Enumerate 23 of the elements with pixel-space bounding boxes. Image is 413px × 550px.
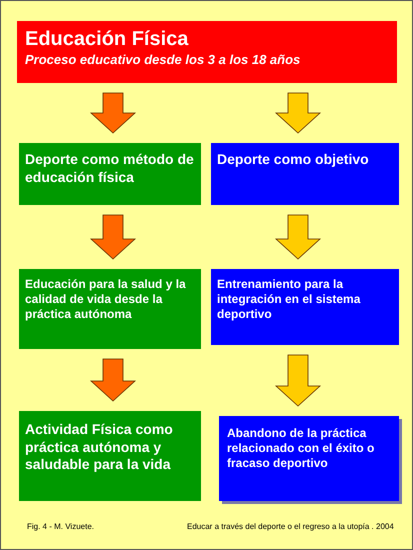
process-box [19,143,201,205]
process-box [211,269,399,345]
footnote-text: Fig. 4 - M. Vizuete. [27,522,94,531]
box-text: Entrenamiento para la integración en el sistema deportivo [217,277,362,322]
footnote-text: Educar a través del deporte o el regreso a la utopía . 2004 [187,522,394,531]
box-text: Deporte como método de educación física [25,151,195,186]
process-box [219,416,399,501]
block-arrow [274,214,322,260]
process-box [19,269,201,349]
box-subtitle: Proceso educativo desde los 3 a los 18 años [25,52,302,68]
box-title: Educación Física [25,27,190,52]
block-arrow [274,354,322,407]
block-arrow [274,92,322,134]
box-text: Abandono de la práctica relacionado con el éxito o fracaso deportivo [227,426,376,471]
box-text: Educación para la salud y la calidad de vida desde la práctica autónoma [25,277,187,322]
process-box [19,411,201,501]
block-arrow [90,92,136,134]
block-arrow [90,214,136,260]
process-box [17,21,397,83]
box-text: Actividad Física como práctica autónoma y saludable para la vida [25,421,174,474]
block-arrow [90,358,136,402]
box-text: Deporte como objetivo [217,151,370,168]
process-box [211,143,399,205]
